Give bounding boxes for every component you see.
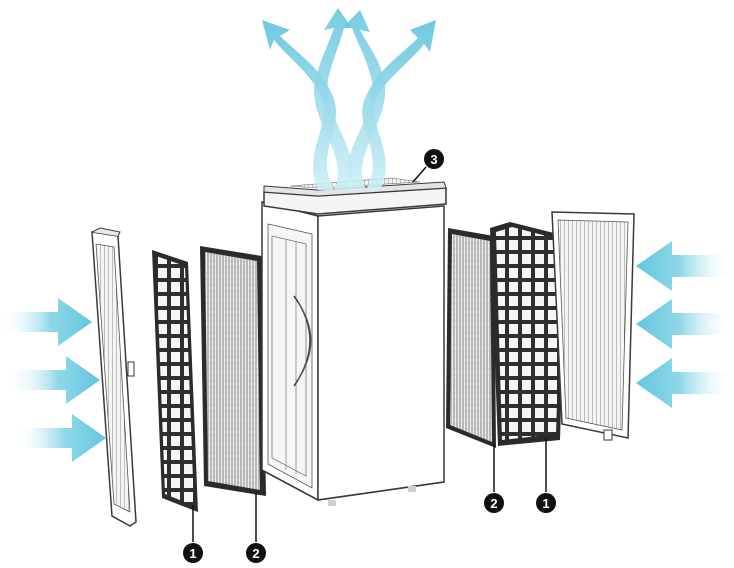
svg-text:1: 1: [189, 546, 196, 561]
right-pre-filter: [490, 222, 566, 446]
callout-hepa-filter-right: 2: [484, 493, 504, 513]
left-back-cover: [91, 227, 137, 527]
callout-pre-filter-left: 1: [183, 543, 203, 563]
intake-arrow-icon: [0, 298, 92, 346]
intake-arrow-icon: [8, 356, 100, 404]
left-intake-arrows: [0, 298, 106, 462]
outflow-airflow: [262, 8, 436, 190]
svg-text:3: 3: [430, 152, 437, 167]
svg-text:1: 1: [542, 496, 549, 511]
intake-arrow-icon: [14, 414, 106, 462]
callout-leaders: [192, 166, 547, 542]
callout-hepa-filter-left: 2: [246, 543, 266, 563]
callout-air-outlet: 3: [424, 149, 444, 169]
right-intake-arrows: [636, 241, 734, 408]
intake-arrow-icon: [636, 358, 734, 408]
left-hepa-filter: [200, 246, 266, 496]
svg-text:2: 2: [490, 496, 497, 511]
callout-pre-filter-right: 1: [536, 493, 556, 513]
intake-arrow-icon: [636, 241, 734, 291]
right-hepa-filter: [446, 228, 496, 448]
left-pre-filter: [152, 250, 198, 512]
right-back-cover: [551, 211, 635, 441]
svg-text:2: 2: [252, 546, 259, 561]
purifier-main-body: [261, 177, 447, 506]
intake-arrow-icon: [636, 299, 734, 349]
